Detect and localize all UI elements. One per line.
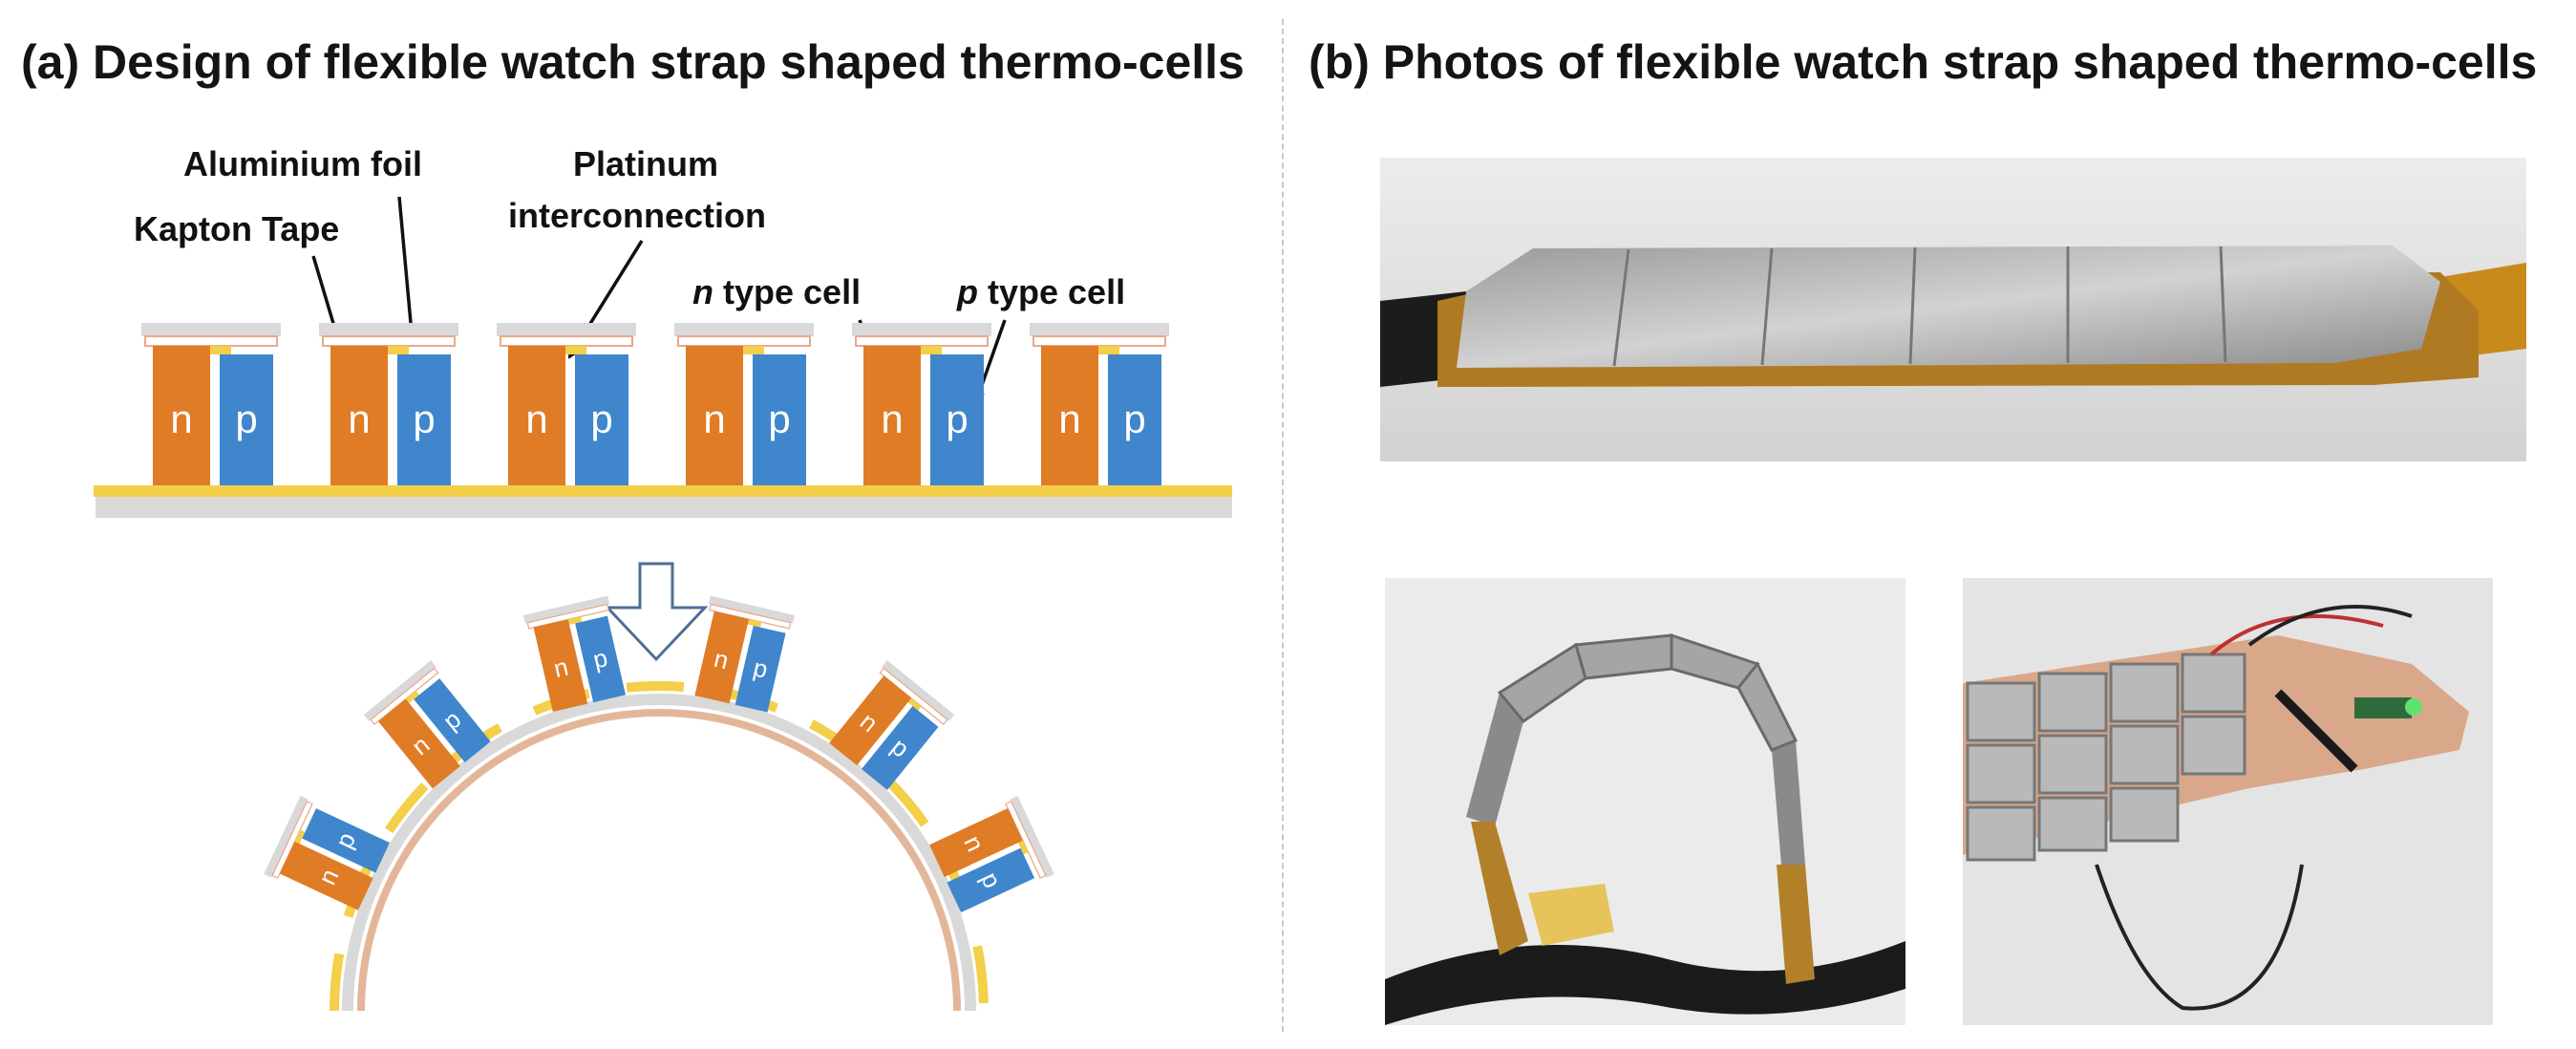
photo-worn-on-wrist [1963,578,2493,1025]
p-cell-letter: p [1123,396,1145,441]
n-type-cell [694,610,749,704]
arrow-aluminium [397,196,418,346]
p-type-cell [947,847,1035,913]
label-platinum-line2: interconnection [508,196,766,235]
n-type-cell [1041,346,1098,485]
p-type-cell [734,625,786,713]
cap-layer [677,335,811,347]
n-type-cell [377,698,460,789]
n-cell-letter: n [551,653,571,683]
n-cell-letter: n [170,396,192,441]
p-type-cell [575,615,627,703]
aluminium-foil-cap [141,323,281,336]
photo-flat-strap [1380,158,2526,461]
n-type-cell [863,346,921,485]
n-cell-letter: n [703,396,725,441]
p-cell-letter: p [590,396,612,441]
cap-layer [855,335,989,347]
n-cell-letter: n [712,644,732,674]
p-cell-letter: p [751,653,771,683]
cap-layer [322,335,456,347]
n-cell-letter: n [881,396,903,441]
p-type-cell [220,354,273,485]
aluminium-foil-cap [1010,795,1054,878]
worn-strap-illustration [1963,578,2493,1025]
panel-b-title: (b) Photos of flexible watch strap shape… [1309,35,2538,89]
aluminium-foil-cap [708,595,796,624]
p-type-cell [753,354,806,485]
curved-cell-pair: np [829,660,955,790]
aluminium-foil-cap [1030,323,1169,336]
cap-layer [1033,335,1166,347]
aluminium-foil-cap [852,323,991,336]
n-type-cell [686,346,743,485]
flat-substrate-foil [96,497,1232,518]
label-platinum-line1: Platinum [573,144,718,183]
p-type-cell [302,808,390,873]
label-p-type-cell: p type cell [956,272,1125,311]
panel-a-title: (a) Design of flexible watch strap shape… [21,35,1245,89]
n-cell-letter: n [1058,396,1080,441]
p-type-cell [930,354,984,485]
aluminium-foil-cap [497,323,636,336]
aluminium-foil-cap [674,323,814,336]
bent-strap-illustration [1385,578,1905,1025]
curved-substrate-edge [342,694,976,1012]
curved-cell-pair: np [929,795,1054,913]
p-cell-letter: p [768,396,790,441]
p-type-cell [575,354,628,485]
p-type-cell [414,678,491,763]
n-cell-letter: n [348,396,370,441]
label-n-type-cell: n type cell [692,272,861,311]
aluminium-foil-cap [363,660,436,721]
n-type-cell [279,841,373,910]
thermocell-design-diagram: Aluminium foil Kapton Tape Platinum inte… [94,144,1232,1012]
cap-layer [144,335,278,347]
n-type-cell [829,675,912,766]
curved-substrate-foil [357,709,961,1012]
label-kapton-tape: Kapton Tape [134,209,339,248]
flat-strap-illustration [1380,158,2526,461]
n-type-cell [153,346,210,485]
p-cell-letter: p [413,396,435,441]
photo-bent-strap [1385,578,1905,1025]
curved-substrate-kapton [330,681,989,1012]
flat-substrate-kapton [94,485,1232,497]
n-type-cell [533,619,588,712]
label-aluminium-foil: Aluminium foil [183,144,422,183]
curved-cell-pair: np [363,660,491,789]
aluminium-foil-cap [522,595,610,624]
aluminium-foil-cap [319,323,458,336]
n-cell-letter: n [525,396,547,441]
p-cell-letter: p [946,396,968,441]
p-type-cell [862,706,939,790]
n-type-cell [330,346,388,485]
panel-divider [1282,19,1284,1032]
p-type-cell [397,354,451,485]
n-type-cell [929,808,1023,877]
bend-arrow-icon [604,562,709,662]
p-type-cell [1108,354,1161,485]
cap-layer [500,335,633,347]
aluminium-foil-cap [264,795,309,878]
curved-cell-pair: np [264,795,390,910]
p-cell-letter: p [235,396,257,441]
p-cell-letter: p [590,643,610,674]
aluminium-foil-cap [882,660,955,721]
n-type-cell [508,346,565,485]
